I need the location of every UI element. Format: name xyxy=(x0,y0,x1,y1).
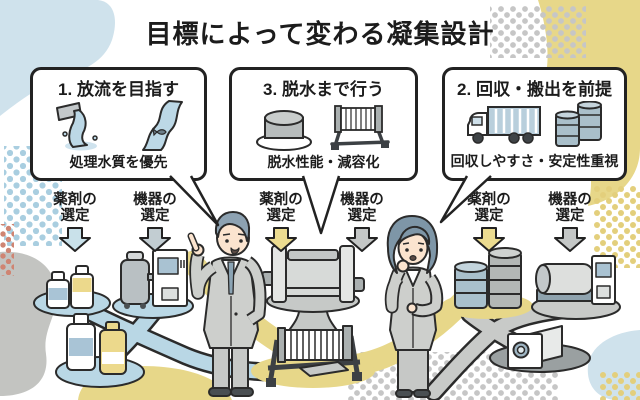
water-pipe-icon xyxy=(55,102,98,151)
selection-chemical-collection: 薬剤の選定 xyxy=(453,192,525,257)
selection-equipment-discharge: 機器の選定 xyxy=(119,192,191,257)
selection-label: 機器の選定 xyxy=(548,192,592,224)
selection-label: 薬剤の選定 xyxy=(259,192,303,224)
down-arrow-icon xyxy=(139,227,171,252)
drum-blue xyxy=(454,261,488,309)
dewatering-machine xyxy=(535,255,616,305)
page-title: 目標によって変わる凝集設計 xyxy=(145,19,495,49)
selection-chemical-dewatering: 薬剤の選定 xyxy=(245,192,317,257)
woman-thinking xyxy=(384,215,444,398)
goal-box-collection: 2. 回収・搬出を前提 回収しやすさ・安定性重視 xyxy=(442,67,627,181)
down-arrow-icon xyxy=(59,227,91,252)
goal-box-collection-caption: 回収しやすさ・安定性重視 xyxy=(450,153,619,169)
down-arrow-icon xyxy=(346,227,378,252)
sludge-cake-icon xyxy=(255,110,312,151)
drums-icon xyxy=(554,100,602,147)
down-arrow-icon xyxy=(473,227,505,252)
goal-box-discharge-caption: 処理水質を優先 xyxy=(69,154,168,170)
goal-box-discharge-heading: 1. 放流を目指す xyxy=(58,80,179,99)
bottle-blue-large xyxy=(66,313,96,371)
chemical-bottles xyxy=(46,265,127,375)
goal-box-dewatering-heading: 3. 脱水まで行う xyxy=(263,80,384,99)
filter-press-machine xyxy=(266,325,362,387)
selection-label: 薬剤の選定 xyxy=(53,192,97,224)
belt-press-machine xyxy=(261,245,365,334)
goal-box-dewatering-caption: 脱水性能・減容化 xyxy=(267,154,380,170)
goal-box-collection-heading: 2. 回収・搬出を前提 xyxy=(457,80,612,99)
selection-label: 薬剤の選定 xyxy=(467,192,511,224)
selection-equipment-dewatering: 機器の選定 xyxy=(326,192,398,257)
waste-drums xyxy=(454,247,522,309)
bottle-yellow-small xyxy=(70,265,94,309)
goal-box-discharge-icons xyxy=(55,100,183,152)
down-arrow-icon xyxy=(265,227,297,252)
dot-patterns xyxy=(0,6,640,400)
bottle-yellow-large xyxy=(99,321,127,375)
selection-label: 機器の選定 xyxy=(340,192,384,224)
goal-box-discharge: 1. 放流を目指す 処理水質を優先 xyxy=(30,67,207,181)
transport-containers xyxy=(507,325,563,369)
goal-box-dewatering: 3. 脱水まで行う 脱水性能・減容化 xyxy=(229,67,418,181)
goal-box-collection-icons xyxy=(466,100,604,151)
left-machines xyxy=(120,249,188,309)
river-fish-icon xyxy=(141,100,183,151)
mixer-tank xyxy=(120,251,158,309)
man-presenter xyxy=(187,211,267,397)
selection-label: 機器の選定 xyxy=(133,192,177,224)
bottle-blue-small xyxy=(46,271,70,309)
goal-box-dewatering-icons xyxy=(254,100,394,152)
drum-gray xyxy=(488,247,522,309)
down-arrow-icon xyxy=(554,227,586,252)
filter-press-icon xyxy=(329,105,390,150)
selection-equipment-collection: 機器の選定 xyxy=(534,192,606,257)
truck-icon xyxy=(466,105,541,144)
selection-chemical-discharge: 薬剤の選定 xyxy=(39,192,111,257)
control-cabinet xyxy=(152,249,188,307)
